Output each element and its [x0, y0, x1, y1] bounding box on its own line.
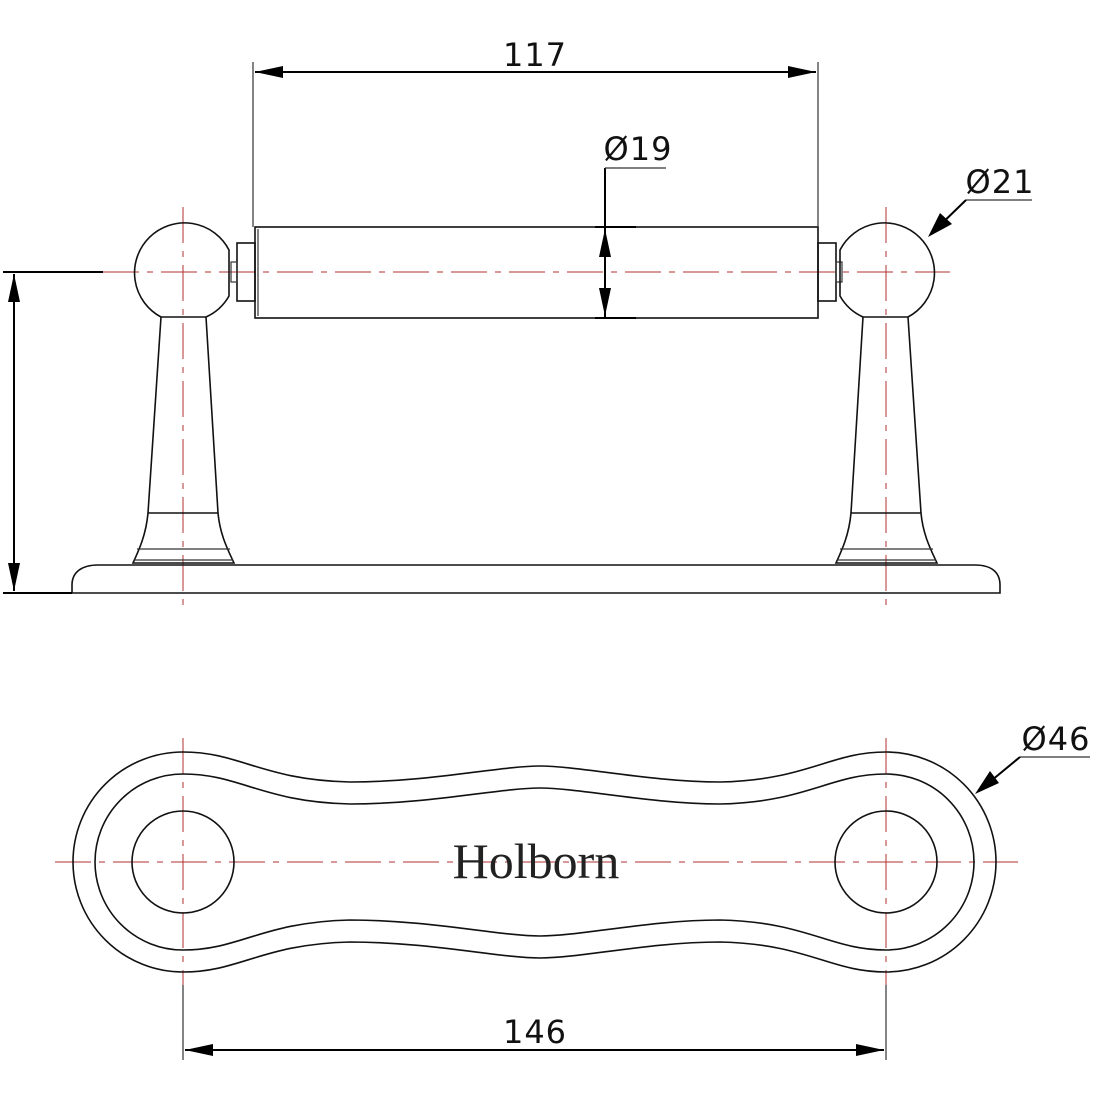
plate-diameter-dimension: Ø46 [975, 720, 1090, 794]
right-post [834, 222, 939, 564]
center-distance-label: 146 [503, 1013, 567, 1051]
brand-logo-text: Holborn [453, 833, 620, 889]
roll-length-label: 117 [503, 36, 567, 74]
right-post-footprint [834, 810, 938, 914]
left-post [131, 222, 236, 564]
front-view: 117 Ø19 Ø21 [3, 36, 1035, 607]
base-plate-inner-outline [94, 773, 975, 951]
height-dimension [3, 271, 103, 594]
center-distance-dimension: 146 [182, 985, 887, 1060]
base-plate-side [71, 564, 1001, 594]
left-post-footprint [131, 810, 235, 914]
base-plate-outer-outline [72, 751, 997, 973]
plan-view: Holborn Ø46 146 [55, 720, 1090, 1060]
roll-diameter-label: Ø19 [604, 130, 673, 168]
ball-diameter-label: Ø21 [966, 163, 1035, 201]
roll-diameter-dimension: Ø19 [595, 130, 673, 319]
ball-diameter-dimension: Ø21 [928, 163, 1035, 237]
plate-diameter-label: Ø46 [1022, 720, 1091, 758]
roll-length-dimension: 117 [252, 36, 819, 227]
